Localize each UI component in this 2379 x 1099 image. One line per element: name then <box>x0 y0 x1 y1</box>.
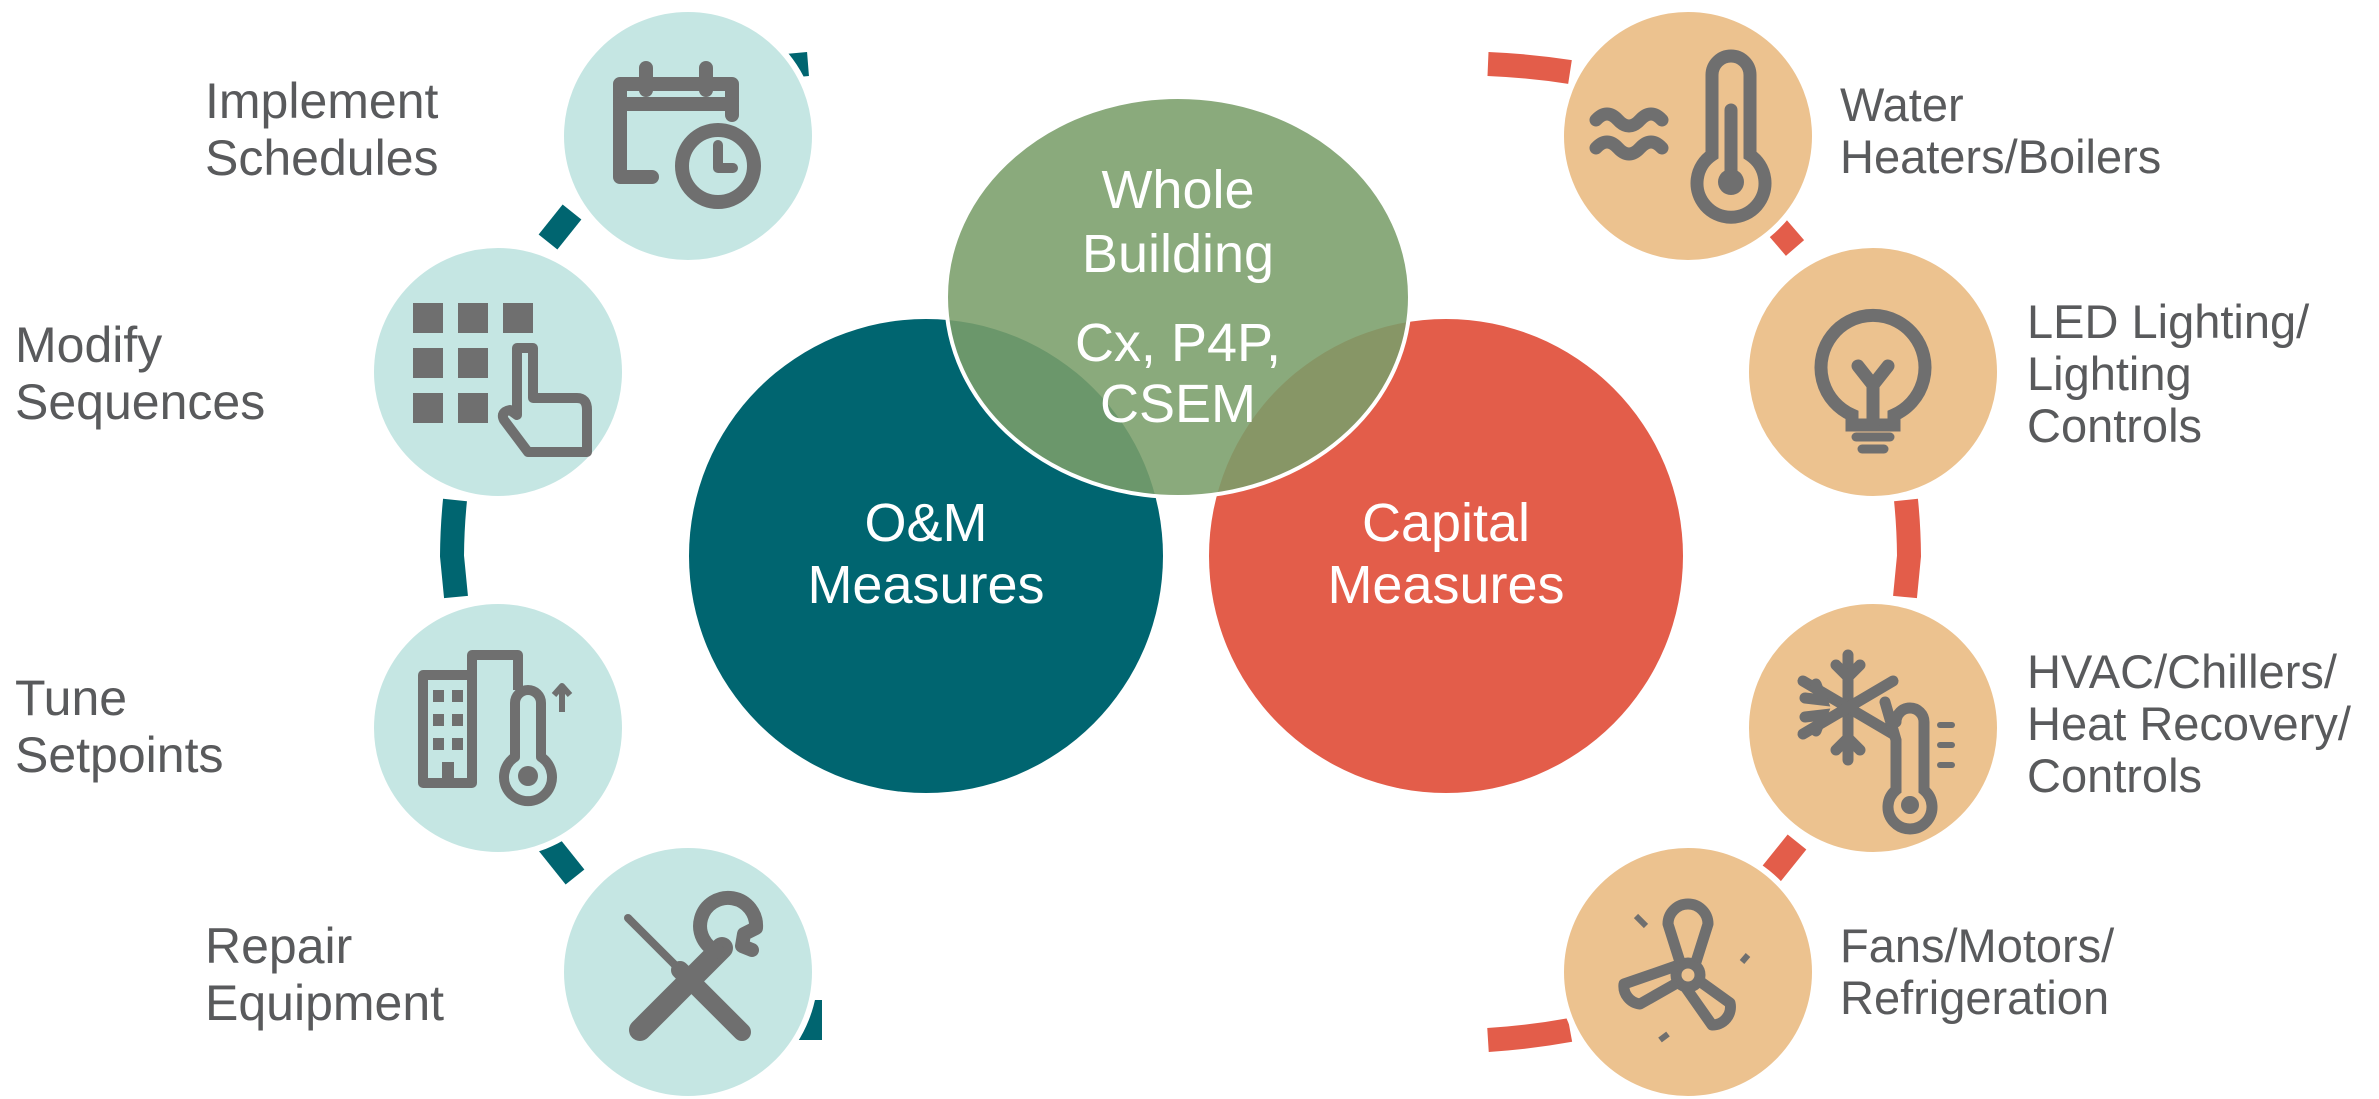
label-line: Lighting <box>2027 347 2192 400</box>
whole-building-circle <box>944 95 1412 499</box>
label-line: LED Lighting/ <box>2027 295 2310 348</box>
snowflake-thermometer-icon <box>1797 649 1955 835</box>
right-node-3 <box>1743 598 2003 858</box>
right-arc-3 <box>1758 834 1807 886</box>
label-line: Equipment <box>205 975 445 1031</box>
label-led-lighting: LED Lighting/ Lighting Controls <box>2027 296 2309 452</box>
wrench-screwdriver-icon <box>624 890 764 1041</box>
left-node-3 <box>368 598 628 858</box>
label-hvac: HVAC/Chillers/ Heat Recovery/ Controls <box>2027 646 2351 802</box>
keypad-hand-icon <box>413 303 592 457</box>
label-line: Schedules <box>205 130 439 186</box>
label-modify-sequences: Modify Sequences <box>15 317 265 431</box>
label-line: Fans/Motors/ <box>1840 919 2115 972</box>
label-line: Tune <box>15 670 128 726</box>
right-node-1-circle <box>1558 6 1818 266</box>
venn: Whole Building Cx, P4P, CSEM O&M Measure… <box>689 95 1683 793</box>
label-fans-motors: Fans/Motors/ Refrigeration <box>1840 920 2114 1024</box>
label-repair-equipment: Repair Equipment <box>205 918 444 1032</box>
whole-building-line2: Building <box>1082 224 1274 284</box>
left-node-4 <box>558 842 818 1099</box>
right-node-4 <box>1558 842 1818 1099</box>
capital-line1: Capital <box>1362 493 1530 553</box>
left-node-2 <box>368 242 628 502</box>
label-line: HVAC/Chillers/ <box>2027 645 2337 698</box>
om-line2: Measures <box>807 555 1044 615</box>
right-node-4-circle <box>1558 842 1818 1099</box>
whole-building-line4: CSEM <box>1100 374 1256 434</box>
label-line: Modify <box>15 317 163 373</box>
left-arc-3 <box>537 834 585 885</box>
right-arc-2 <box>1893 498 1922 599</box>
left-node-2-circle <box>368 242 628 502</box>
calendar-clock-icon <box>613 61 761 209</box>
right-arc <box>1487 52 1922 1052</box>
right-node-2-circle <box>1743 242 2003 502</box>
right-node-1 <box>1558 6 1818 266</box>
label-line: Water <box>1840 78 1964 131</box>
label-line: Heaters/Boilers <box>1840 130 2162 183</box>
label-line: Controls <box>2027 399 2203 452</box>
right-node-2 <box>1743 242 2003 502</box>
label-tune-setpoints: Tune Setpoints <box>15 670 223 784</box>
label-line: Implement <box>205 73 439 129</box>
om-line1: O&M <box>864 493 987 553</box>
left-arc-1 <box>538 204 582 250</box>
label-line: Sequences <box>15 374 266 430</box>
label-implement-schedules: Implement Schedules <box>205 73 439 187</box>
left-arc-2 <box>439 498 468 599</box>
whole-building-line3: Cx, P4P, <box>1075 313 1281 373</box>
building-thermometer-icon <box>418 650 573 807</box>
right-arc-top <box>1487 52 1572 84</box>
label-line: Refrigeration <box>1840 971 2110 1024</box>
left-node-1 <box>558 6 818 266</box>
label-line: Repair <box>205 918 353 974</box>
right-arc-bottom <box>1487 1018 1573 1052</box>
capital-line2: Measures <box>1327 555 1564 615</box>
lightbulb-icon <box>1814 308 1932 454</box>
left-node-3-circle <box>368 598 628 858</box>
label-line: Setpoints <box>15 727 224 783</box>
fan-icon <box>1618 898 1751 1043</box>
label-line: Controls <box>2027 749 2203 802</box>
label-water-heaters: Water Heaters/Boilers <box>1840 79 2161 183</box>
whole-building-line1: Whole <box>1101 160 1254 220</box>
water-thermometer-icon <box>1589 49 1772 224</box>
label-line: Heat Recovery/ <box>2027 697 2351 750</box>
